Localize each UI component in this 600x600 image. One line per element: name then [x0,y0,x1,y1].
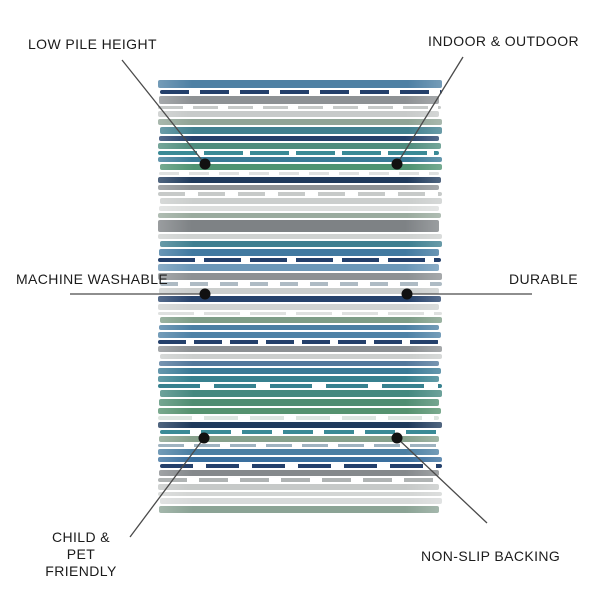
rug-stripe [158,416,439,420]
rug-stripe [158,340,439,344]
rug-stripe [158,264,439,271]
rug-stripe [160,241,442,247]
rug-stripe [158,457,442,462]
rug-stripe [158,376,439,382]
rug-stripe [158,213,441,218]
rug-stripe [159,249,439,256]
rug-stripe [158,492,442,496]
rug-stripe [158,273,442,280]
rug-stripe [159,172,439,175]
rug-stripe [158,258,441,262]
rug-stripe [158,346,442,352]
rug-stripe [158,312,442,315]
label-durable: DURABLE [509,271,578,287]
rug-stripe [159,399,439,406]
rug-stripe [160,164,442,170]
rug-stripe [158,484,439,490]
rug-stripe [158,157,442,162]
rug-stripe [158,151,439,155]
rug-stripe [158,119,442,125]
rug-stripe [158,220,439,232]
rug-stripe [160,354,442,359]
label-child-pet-friendly: CHILD & PET FRIENDLY [45,529,117,579]
rug-stripe [159,206,439,211]
label-indoor-outdoor: INDOOR & OUTDOOR [428,33,580,49]
rug-stripe [158,177,441,183]
rug-stripe [159,436,439,442]
rug-stripe [158,80,442,88]
rug-stripe [160,198,442,204]
rug-stripe [159,288,439,294]
rug-stripe [159,506,439,513]
rug-stripe [158,143,441,149]
label-machine-washable: MACHINE WASHABLE [16,271,169,287]
rug-stripe [158,332,441,338]
rug-stripe [160,464,442,468]
rug-stripe [160,317,442,323]
rug-stripe [158,449,439,455]
rug-stripe [158,111,439,117]
rug-stripe [158,106,441,109]
rug-stripe [159,136,439,141]
rug-stripe [158,368,441,374]
rug-stripe [158,408,441,414]
label-low-pile-height: LOW PILE HEIGHT [28,36,157,52]
rug-stripe [158,444,441,447]
rug-stripe [159,470,439,476]
rug-stripe [158,185,439,190]
rug-stripe [159,361,439,366]
rug-stripe [158,192,442,196]
rug-stripe [160,282,442,286]
rug-stripe [158,304,439,310]
label-non-slip-backing: NON-SLIP BACKING [421,548,561,564]
rug-stripe [158,296,441,302]
rug-stripe [158,234,442,239]
rug-stripe [158,384,442,388]
rug-stripe [158,422,442,428]
rug-stripe [159,96,439,104]
rug-stripe [160,127,442,134]
rug-stripe [158,478,441,482]
rug-stripe [159,325,439,330]
rug-stripe [160,90,442,94]
rug-image [158,80,442,516]
rug-stripe [160,390,442,397]
rug-stripe [160,430,442,434]
rug-stripe [160,498,442,504]
